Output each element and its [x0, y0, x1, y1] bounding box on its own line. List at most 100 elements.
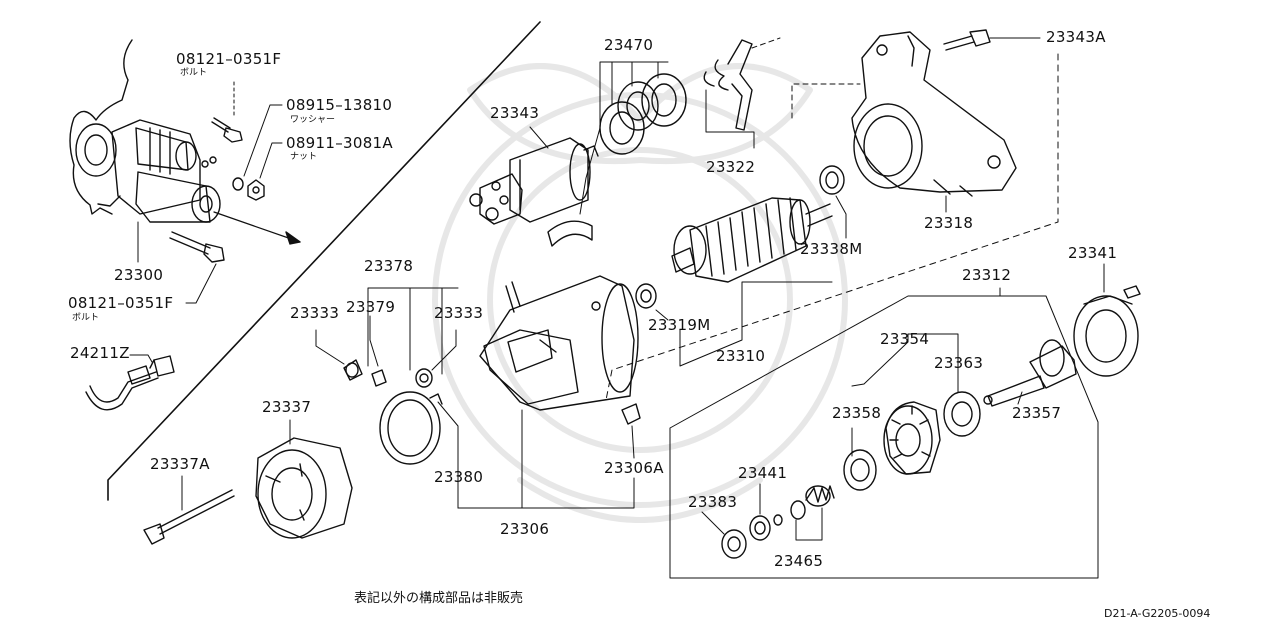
label-23354[interactable]: 23354: [880, 330, 930, 348]
part-23354-pinion-gear[interactable]: [883, 401, 941, 475]
divider-line: [107, 21, 541, 501]
leader-23357: [1017, 391, 1023, 405]
label-23333-right[interactable]: 23333: [434, 304, 484, 322]
leader-08121-bottom: [185, 263, 217, 304]
part-23318-front-housing[interactable]: [851, 31, 1017, 197]
label-nut: ナット: [290, 152, 318, 162]
label-23343A[interactable]: 23343A: [1046, 28, 1106, 46]
part-23470-plunger-cap[interactable]: [547, 220, 593, 247]
part-23306-yoke[interactable]: [479, 275, 639, 411]
part-23341-screw[interactable]: [1123, 285, 1141, 299]
arrow-head: [285, 231, 301, 245]
part-23322-lever[interactable]: [703, 39, 753, 131]
part-23343A-screw[interactable]: [943, 29, 991, 51]
bracket-23312: [669, 295, 1099, 579]
arrow-line: [213, 211, 301, 243]
part-23333-brush-right[interactable]: [415, 368, 433, 388]
label-24211Z[interactable]: 24211Z: [70, 344, 130, 362]
part-23379-spring[interactable]: [371, 369, 387, 387]
watermark-logo: [432, 63, 848, 523]
label-23306A[interactable]: 23306A: [604, 459, 664, 477]
dashline-housing: [605, 53, 1059, 401]
leader-24211Z: [129, 354, 153, 363]
label-23306[interactable]: 23306: [500, 520, 550, 538]
label-23465[interactable]: 23465: [774, 552, 824, 570]
label-bolt-top: ボルト: [180, 68, 208, 78]
label-23310[interactable]: 23310: [716, 347, 766, 365]
label-23357[interactable]: 23357: [1012, 404, 1062, 422]
leader-08911: [259, 142, 283, 179]
part-23306A[interactable]: [621, 403, 641, 425]
leader-23333-left: [315, 329, 345, 365]
label-23300[interactable]: 23300: [114, 266, 164, 284]
label-08121-0351F-bottom[interactable]: 08121–0351F: [68, 294, 174, 312]
part-23470-shims[interactable]: [599, 73, 687, 155]
label-23318[interactable]: 23318: [924, 214, 974, 232]
part-23333-brush-left[interactable]: [343, 359, 363, 381]
label-23441[interactable]: 23441: [738, 464, 788, 482]
part-23363-bearing[interactable]: [943, 391, 981, 437]
leader-23378: [367, 287, 459, 375]
label-08911-3081A[interactable]: 08911–3081A: [286, 134, 393, 152]
label-23337[interactable]: 23337: [262, 398, 312, 416]
footer-note: 表記以外の構成部品は非販売: [354, 591, 524, 606]
label-23319M[interactable]: 23319M: [648, 316, 711, 334]
label-23383[interactable]: 23383: [688, 493, 738, 511]
leader-23470: [579, 61, 669, 215]
leader-23319M: [655, 309, 669, 321]
leader-23380: [437, 401, 459, 509]
part-23337A-through-bolt[interactable]: [143, 489, 235, 545]
leader-23333-right: [431, 329, 457, 371]
leader-08915: [243, 104, 283, 177]
leader-23343: [529, 126, 549, 149]
label-23358[interactable]: 23358: [832, 404, 882, 422]
label-23363[interactable]: 23363: [934, 354, 984, 372]
part-23300-starter-installed[interactable]: [69, 39, 221, 223]
leader-23322: [705, 89, 755, 149]
label-23341[interactable]: 23341: [1068, 244, 1118, 262]
part-08915-washer[interactable]: [232, 177, 244, 191]
part-23380-brush-holder[interactable]: [379, 391, 443, 465]
label-08121-0351F-top[interactable]: 08121–0351F: [176, 50, 282, 68]
label-23312[interactable]: 23312: [962, 266, 1012, 284]
leader-23306: [457, 409, 635, 509]
label-23379[interactable]: 23379: [346, 298, 396, 316]
leader-23383: [701, 511, 725, 535]
label-23333-left[interactable]: 23333: [290, 304, 340, 322]
diagram-code: D21-A-G2205-0094: [1104, 607, 1211, 620]
part-23341-cover[interactable]: [1073, 295, 1139, 377]
part-23319M-bushing[interactable]: [635, 283, 657, 309]
part-08121-bolt-bottom[interactable]: [169, 231, 225, 263]
part-23441-snap-ring[interactable]: [749, 514, 783, 541]
leader-23338M: [835, 195, 847, 239]
part-24211Z-harness[interactable]: [85, 355, 175, 411]
label-23380[interactable]: 23380: [434, 468, 484, 486]
label-23378[interactable]: 23378: [364, 257, 414, 275]
part-23383-collar[interactable]: [721, 529, 747, 559]
part-08121-bolt-top[interactable]: [211, 117, 243, 143]
part-23338M-bearing[interactable]: [819, 165, 845, 195]
label-23338M[interactable]: 23338M: [800, 240, 863, 258]
label-23337A[interactable]: 23337A: [150, 455, 210, 473]
label-23322[interactable]: 23322: [706, 158, 756, 176]
label-bolt-bottom: ボルト: [72, 313, 100, 323]
leader-23306A: [631, 425, 635, 459]
part-23310-armature[interactable]: [671, 197, 833, 283]
label-23470[interactable]: 23470: [604, 36, 654, 54]
label-23343[interactable]: 23343: [490, 104, 540, 122]
part-23465-spring[interactable]: [790, 485, 835, 520]
label-08915-13810[interactable]: 08915–13810: [286, 96, 393, 114]
part-23357-shaft[interactable]: [983, 339, 1077, 407]
part-23343-solenoid[interactable]: [469, 137, 599, 225]
part-23337-rear-cover[interactable]: [255, 437, 353, 539]
leader-23310: [679, 281, 833, 367]
dashline-lever: [751, 37, 861, 119]
leader-23354: [851, 333, 959, 393]
part-08911-nut[interactable]: [247, 179, 265, 201]
leader-23465: [795, 507, 823, 541]
leader-23379: [369, 315, 379, 367]
part-23358-ring[interactable]: [843, 449, 877, 491]
label-washer: ワッシャー: [290, 115, 336, 125]
